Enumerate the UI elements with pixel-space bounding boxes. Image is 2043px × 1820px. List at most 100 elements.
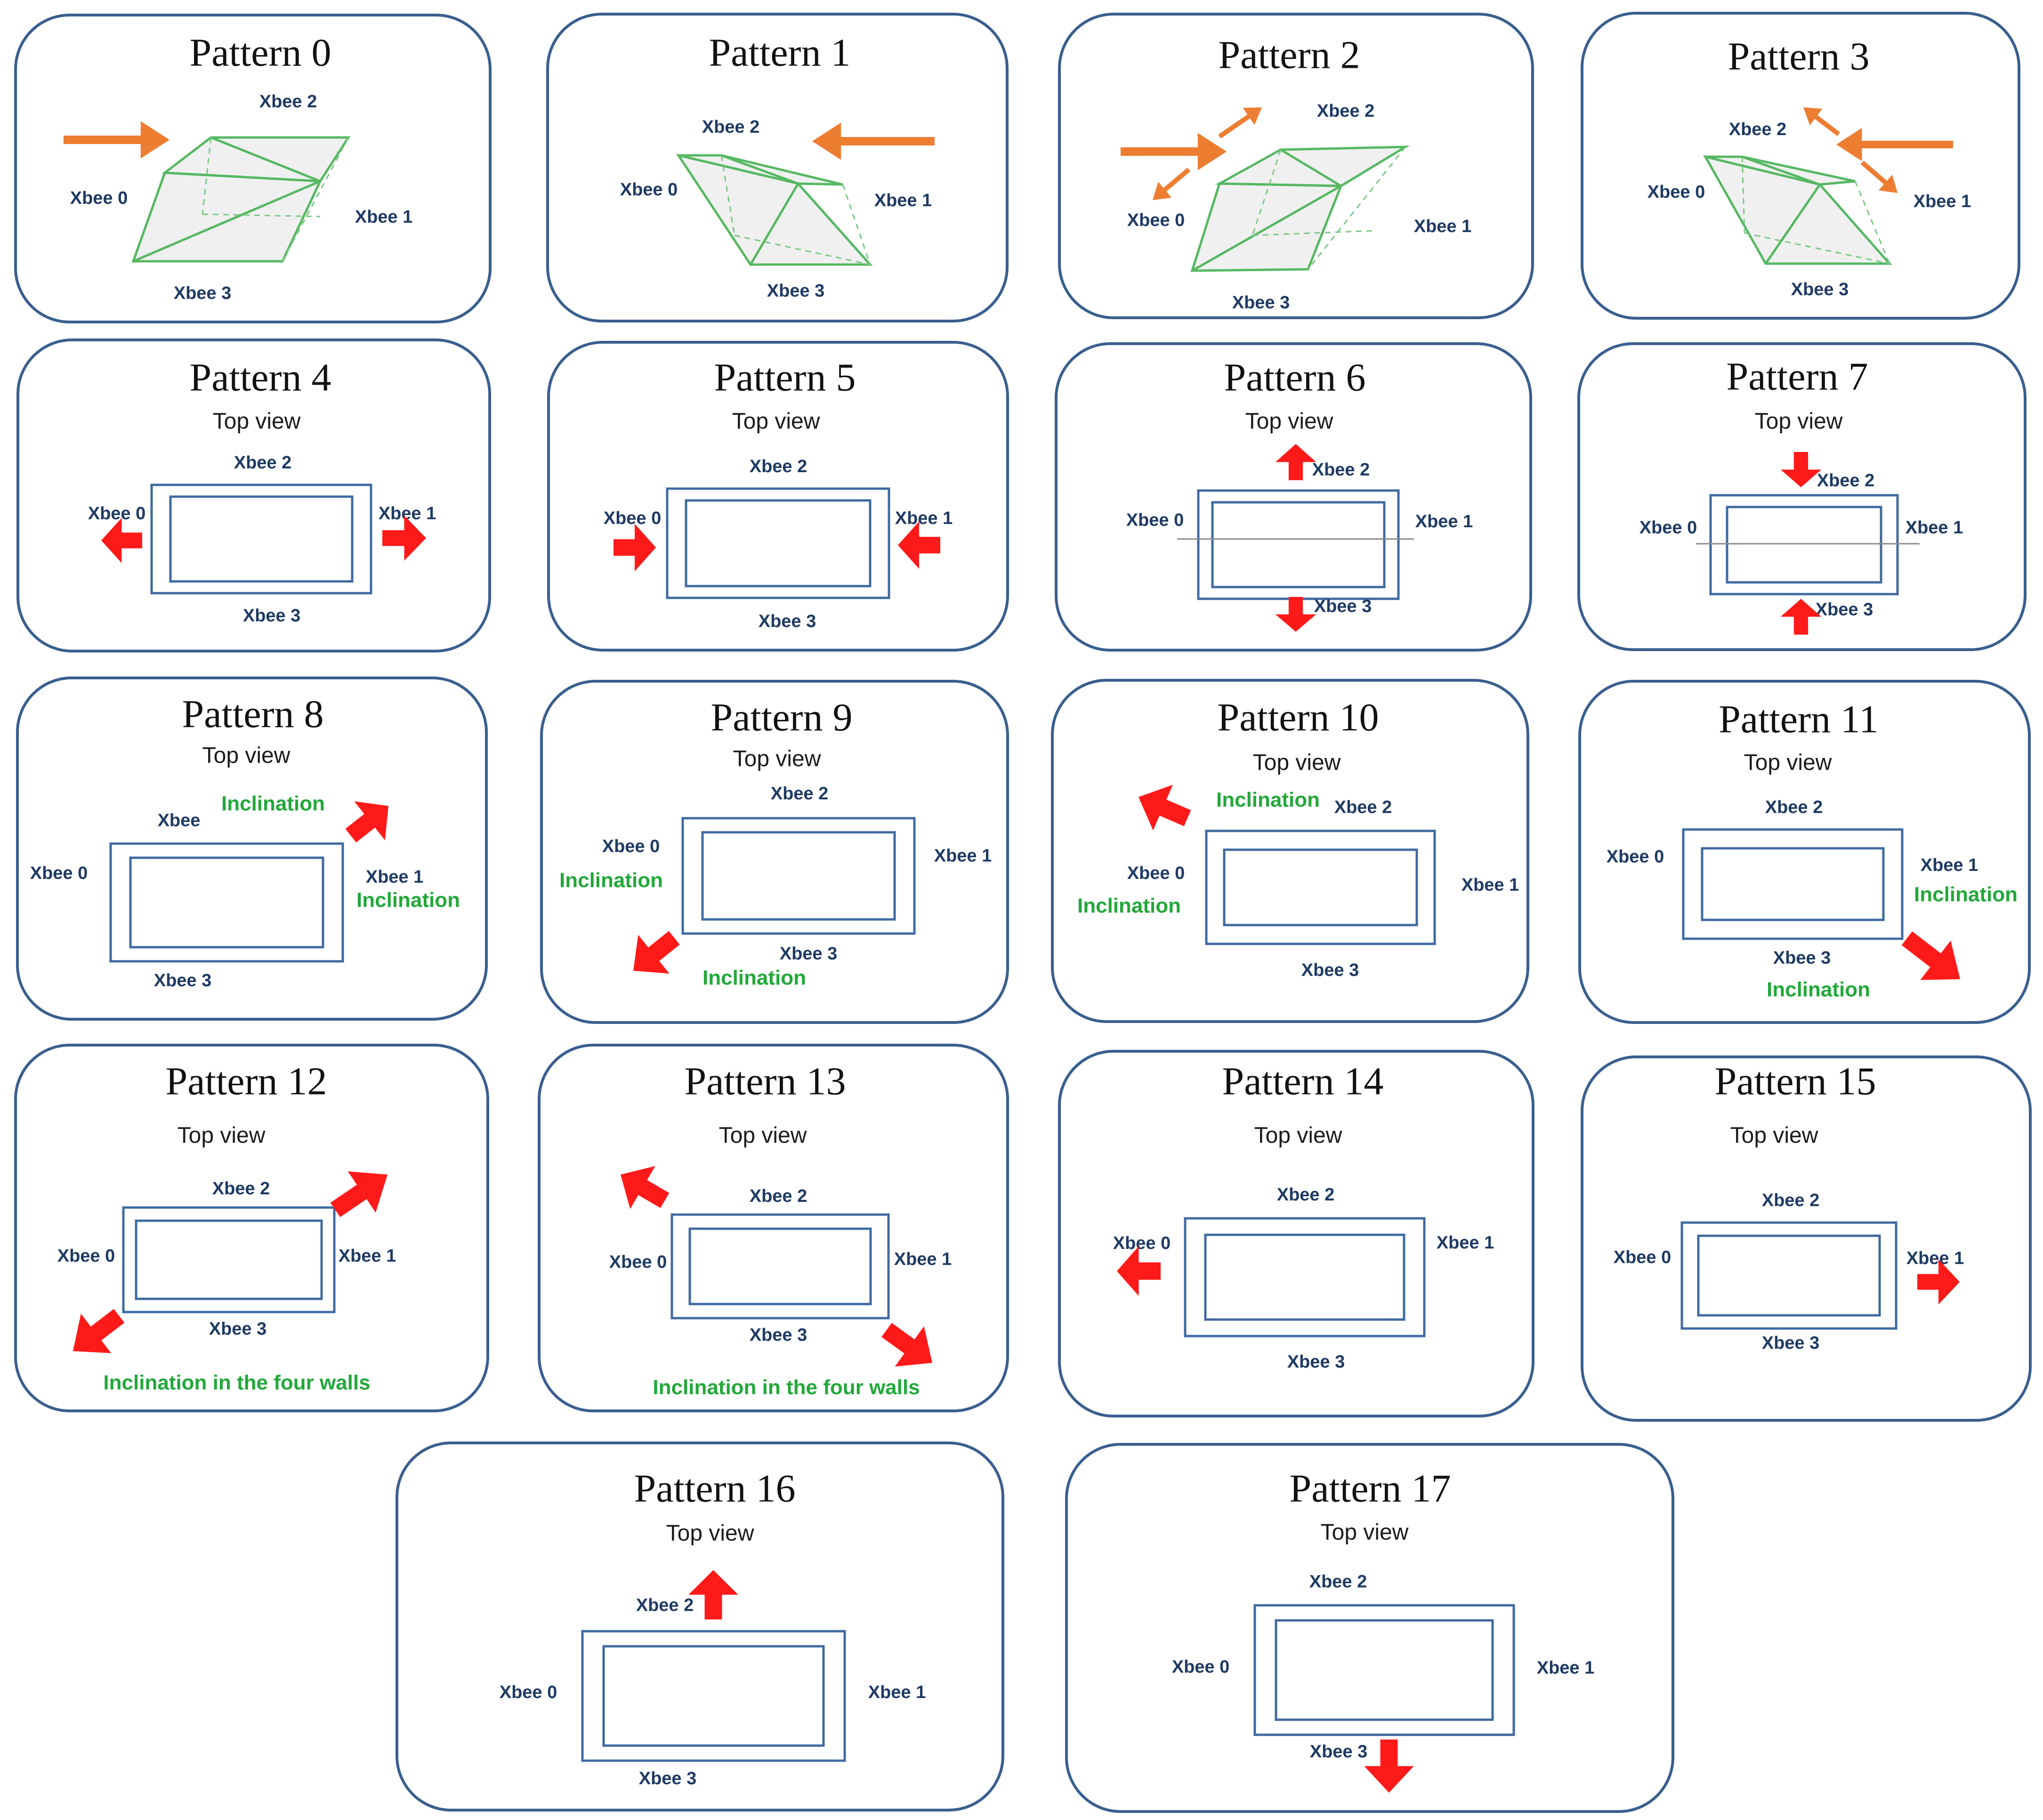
xbee-3-label: Xbee 3 [209,1319,267,1339]
top-view-label: Top view [1254,1123,1342,1148]
xbee-1-label: Xbee 1 [1906,518,1963,538]
container-outer-wall [581,1630,846,1762]
container-inner-wall [1726,506,1882,584]
top-view-label: Top view [666,1521,754,1546]
xbee-1-label: Xbee 1 [1537,1658,1595,1678]
xbee-0-label: Xbee 0 [1607,847,1664,867]
inclination-label: Inclination [1767,978,1870,1001]
tilt-arrow [881,1323,932,1367]
panel-border [546,13,1009,322]
xbee-0-label: Xbee 0 [1647,182,1705,202]
xbee-2-label: Xbee 2 [750,1186,808,1206]
tilt-arrow [330,1171,388,1217]
top-view-label: Top view [178,1123,266,1148]
xbee-2-label: Xbee 2 [1729,120,1787,139]
container-outer-wall [109,842,344,963]
pattern-title: Pattern 15 [1715,1059,1876,1103]
pattern-title: Pattern 16 [634,1466,796,1510]
xbee-1-label: Xbee 1 [1414,217,1472,236]
pattern-title: Pattern 7 [1727,354,1868,398]
xbee-1-label: Xbee 1 [894,1249,952,1269]
push-arrow [898,521,940,569]
panel-border [1581,1055,2032,1422]
pattern-title: Pattern 11 [1719,697,1879,741]
push-arrow [64,121,170,159]
xbee-0-label: Xbee 0 [602,837,660,856]
xbee-1-label: Xbee 1 [1921,855,1978,875]
container-inner-wall [1701,847,1885,921]
container-inner-wall [701,831,896,921]
xbee-2-label: Xbee 2 [771,784,829,804]
top-view-label: Top view [1744,750,1832,775]
container-outer-wall [1205,829,1436,945]
top-view-label: Top view [1253,750,1341,775]
container-outer-wall [670,1213,890,1320]
xbee-2-label: Xbee 2 [1312,460,1370,480]
push-arrow [614,523,656,572]
top-view-label: Top view [719,1123,807,1148]
container-inner-wall [1204,1233,1405,1321]
container-edge [749,183,799,266]
xbee-0-label: Xbee 0 [620,180,678,200]
container-outer-wall [666,487,890,599]
xbee-3-label: Xbee 3 [1310,1742,1368,1762]
xbee-2-label: Xbee 2 [1277,1185,1335,1205]
xbee-2-label: Xbee 2 [702,117,760,137]
container-edge [210,136,321,183]
xbee-2-label: Xbee 2 [1334,797,1392,817]
pattern-title: Pattern 6 [1224,355,1366,399]
xbee-3-label: Xbee 3 [780,944,838,964]
container-edge [1764,184,1821,265]
xbee-3-label: Xbee 3 [639,1769,697,1788]
xbee-0-label: Xbee 0 [57,1246,115,1266]
top-view-label: Top view [1755,409,1843,434]
xbee-0-label: Xbee 0 [88,504,146,523]
xbee-1-label: Xbee 1 [339,1246,396,1266]
container-outer-wall [1253,1604,1515,1736]
xbee-1-label: Xbee 1 [895,508,953,528]
container-inner-wall [1697,1234,1881,1317]
pattern-title: Pattern 12 [166,1059,327,1103]
container-edge [1280,148,1342,187]
xbee-2-label: Xbee 2 [1765,797,1823,817]
container-edge [1307,146,1406,270]
xbee-3-label: Xbee 3 [750,1325,808,1345]
top-view-label: Top view [732,409,820,434]
push-arrow [101,518,142,563]
xbee-0-label: Xbee 0 [1113,1233,1171,1253]
tilt-arrow [1803,107,1841,136]
xbee-1-label: Xbee 1 [868,1683,926,1702]
container-edge [282,137,349,262]
push-arrow [1121,133,1227,170]
pattern-title: Pattern 5 [714,355,856,399]
xbee-3-label: Xbee 3 [1314,596,1372,616]
xbee-3-label: Xbee 3 [759,612,816,631]
panel-border [1577,342,2027,651]
container-inner-wall [1211,501,1386,588]
container-inner-wall [685,499,872,588]
container-inner-wall [135,1219,323,1300]
xbee-3-label: Xbee 3 [1232,293,1290,313]
xbee-1-label: Xbee 1 [1437,1233,1494,1253]
xbee-3-label: Xbee 3 [1773,948,1831,968]
tilt-arrow [621,1166,670,1209]
xbee-3-label: Xbee 3 [154,971,212,991]
xbee-0-label: Xbee 0 [1639,518,1697,538]
top-view-label: Top view [213,409,301,434]
inclination-four-walls-label: Inclination in the four walls [653,1376,920,1399]
tilt-arrow [1139,785,1191,830]
xbee-2-label: Xbee 2 [636,1595,694,1615]
